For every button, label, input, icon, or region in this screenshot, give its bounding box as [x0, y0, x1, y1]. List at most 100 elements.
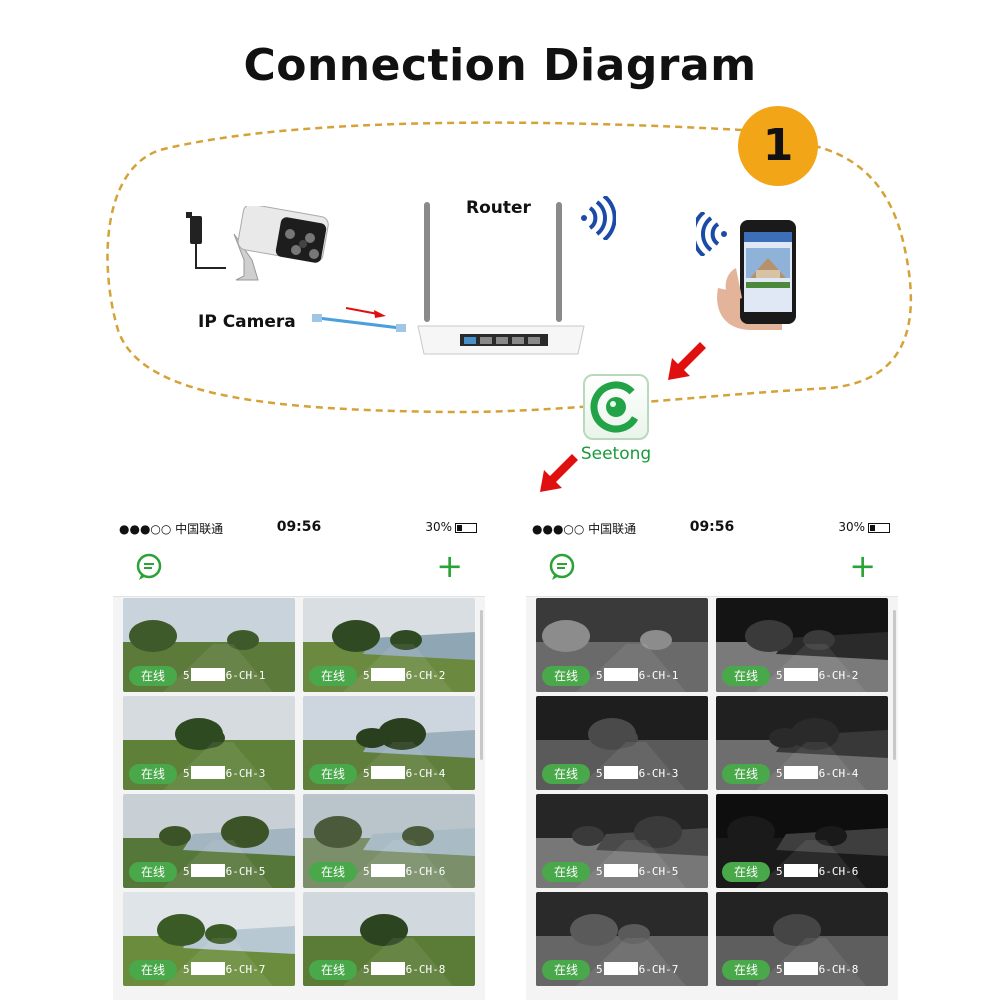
redacted-serial: [190, 766, 225, 779]
scrollbar[interactable]: [480, 610, 483, 760]
add-device-button[interactable]: +: [436, 547, 463, 585]
battery-indicator: 30%: [425, 520, 477, 534]
camera-label: IP Camera: [198, 312, 296, 332]
message-icon[interactable]: [135, 553, 163, 581]
redacted-serial: [603, 962, 638, 975]
online-status-badge: 在线: [542, 862, 590, 882]
status-time: 09:56: [276, 519, 322, 535]
message-icon[interactable]: [548, 553, 576, 581]
step-badge: 1: [738, 106, 818, 186]
camera-preview: [303, 794, 475, 888]
router-label: Router: [466, 198, 531, 218]
status-bar: ●●●○○ 中国联通 09:56 30%: [113, 516, 485, 540]
battery-indicator: 30%: [838, 520, 890, 534]
app-header: +: [113, 540, 485, 597]
arrow-down-left-icon: [540, 454, 578, 492]
redacted-serial: [370, 668, 405, 681]
online-status-badge: 在线: [542, 960, 590, 980]
scrollbar[interactable]: [893, 610, 896, 760]
redacted-serial: [370, 766, 405, 779]
battery-icon: [455, 522, 477, 533]
online-status-badge: 在线: [129, 960, 177, 980]
redacted-serial: [783, 962, 818, 975]
online-status-badge: 在线: [542, 764, 590, 784]
redacted-serial: [603, 864, 638, 877]
online-status-badge: 在线: [722, 862, 770, 882]
online-status-badge: 在线: [722, 960, 770, 980]
redacted-serial: [190, 668, 225, 681]
redacted-serial: [370, 864, 405, 877]
diagram-title: Connection Diagram: [243, 40, 757, 91]
redacted-serial: [190, 962, 225, 975]
seetong-app-icon: [583, 374, 649, 440]
online-status-badge: 在线: [722, 764, 770, 784]
redacted-serial: [603, 668, 638, 681]
redacted-serial: [370, 962, 405, 975]
redacted-serial: [783, 668, 818, 681]
app-header: +: [526, 540, 898, 597]
online-status-badge: 在线: [722, 666, 770, 686]
online-status-badge: 在线: [129, 862, 177, 882]
carrier-signal: ●●●○○ 中国联通: [119, 522, 224, 536]
arrow-down-left-icon: [668, 342, 706, 380]
carrier-signal: ●●●○○ 中国联通: [532, 522, 637, 536]
status-time: 09:56: [689, 519, 735, 535]
ethernet-cable-icon: [312, 307, 406, 332]
online-status-badge: 在线: [309, 764, 357, 784]
redacted-serial: [783, 864, 818, 877]
online-status-badge: 在线: [309, 666, 357, 686]
connection-loop: [106, 121, 913, 414]
camera-preview: [716, 696, 888, 790]
redacted-serial: [603, 766, 638, 779]
online-status-badge: 在线: [309, 862, 357, 882]
online-status-badge: 在线: [129, 666, 177, 686]
battery-icon: [868, 522, 890, 533]
ip-camera-icon: [186, 206, 329, 281]
redacted-serial: [783, 766, 818, 779]
router-icon: [417, 202, 585, 355]
online-status-badge: 在线: [309, 960, 357, 980]
seetong-label: Seetong: [580, 444, 652, 464]
add-device-button[interactable]: +: [849, 547, 876, 585]
online-status-badge: 在线: [129, 764, 177, 784]
online-status-badge: 在线: [542, 666, 590, 686]
wifi-signal-icon: [581, 196, 616, 240]
redacted-serial: [190, 864, 225, 877]
smartphone-icon: [717, 220, 796, 330]
wifi-signal-icon: [696, 212, 727, 256]
